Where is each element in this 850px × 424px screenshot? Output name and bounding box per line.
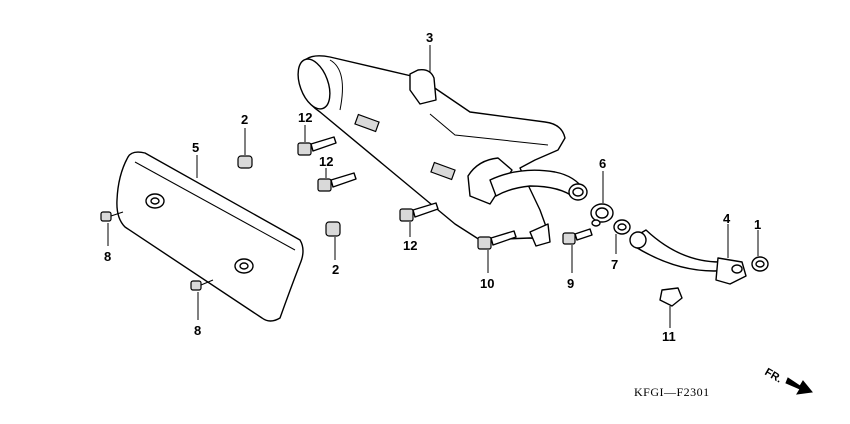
bolt-8-lower: [190, 279, 214, 291]
washer: [751, 256, 769, 272]
bolt-12-a: [297, 136, 337, 156]
callout-6: 6: [599, 156, 606, 171]
callout-5: 5: [192, 140, 199, 155]
callout-12-c: 12: [403, 238, 417, 253]
damper-rubber-lower: [325, 221, 341, 237]
callout-12-a: 12: [298, 110, 312, 125]
muffler: [297, 55, 588, 247]
direction-label: FR.: [763, 366, 784, 385]
callout-8-upper: 8: [104, 249, 111, 264]
heat-protector: [116, 151, 304, 322]
damper-rubber-upper: [237, 155, 253, 169]
bolt-12-b: [317, 172, 357, 192]
drawing-code: KFGI—F2301: [634, 385, 710, 399]
callout-4: 4: [723, 211, 731, 226]
bolt-8-upper: [100, 211, 124, 222]
bolt-10: [477, 230, 517, 250]
callout-9: 9: [567, 276, 574, 291]
callout-2-lower: 2: [332, 262, 339, 277]
cap-nut: [659, 287, 683, 307]
callout-8-lower: 8: [194, 323, 201, 338]
exhaust-clamp: [590, 203, 614, 227]
callout-11: 11: [662, 329, 676, 344]
callout-1: 1: [754, 217, 761, 232]
callout-12-b: 12: [319, 154, 333, 169]
exhaust-gasket-collar: [613, 219, 631, 235]
exhaust-pipe: [629, 229, 747, 285]
bolt-12-c: [399, 202, 439, 222]
callout-2-upper: 2: [241, 112, 248, 127]
front-direction-indicator: FR.: [763, 366, 813, 395]
callout-3: 3: [426, 30, 433, 45]
bolt-9: [562, 228, 593, 245]
callout-10: 10: [480, 276, 494, 291]
front-arrow-icon: [785, 377, 813, 395]
leader-lines: [107, 45, 759, 328]
callout-7: 7: [611, 257, 618, 272]
